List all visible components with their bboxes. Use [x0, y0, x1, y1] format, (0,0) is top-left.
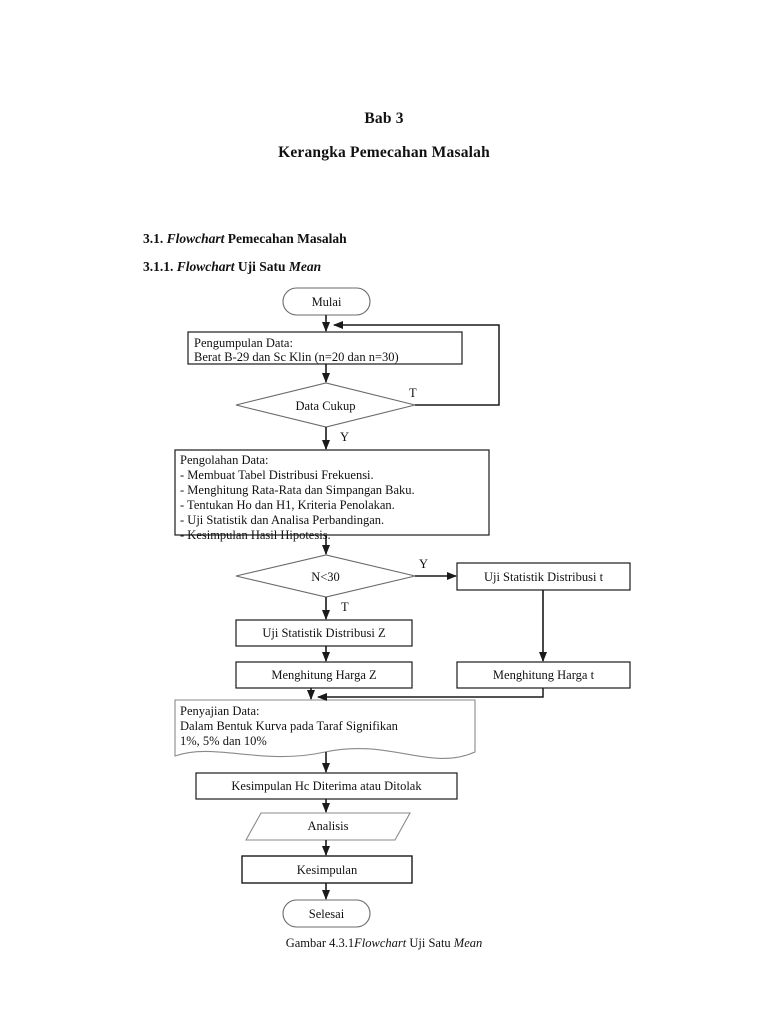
branch-label-n30-yes: Y — [419, 557, 429, 571]
shape-collect — [187, 331, 463, 365]
shape-decision-data — [235, 382, 416, 428]
connector-feedback-loop — [333, 321, 500, 406]
caption-italic-flowchart: Flowchart — [354, 936, 407, 950]
shape-decision-n — [235, 554, 416, 598]
caption-prefix: Gambar 4.3.1 — [285, 936, 355, 950]
shape-calc-t — [456, 661, 631, 689]
shape-conclusion — [241, 855, 413, 884]
section-italic-flowchart: Flowchart — [166, 231, 225, 246]
section-italic-mean: Mean — [288, 259, 322, 274]
shape-end — [282, 899, 371, 928]
page-title-kerangka: Kerangka Pemecahan Masalah — [278, 144, 490, 161]
section-heading-3-1: 3.1. Flowchart Pemecahan Masalah — [143, 231, 347, 247]
section-italic-flowchart-2: Flowchart — [176, 259, 235, 274]
section-number-3-1-1: 3.1.1. — [143, 259, 174, 274]
section-rest-3-1-1: Uji Satu — [237, 259, 286, 274]
caption-italic-mean: Mean — [453, 936, 483, 950]
shape-calc-z — [235, 661, 413, 689]
branch-label-data-cukup-yes: Y — [340, 430, 350, 444]
shape-presentation — [174, 699, 476, 760]
shape-test-z — [235, 619, 413, 647]
figure-caption: Gambar 4.3.1Flowchart Uji Satu Mean — [0, 936, 768, 951]
caption-middle: Uji Satu — [406, 936, 454, 950]
connector-calc-t-merge — [317, 688, 544, 701]
shape-start — [282, 287, 371, 316]
section-heading-3-1-1: 3.1.1. Flowchart Uji Satu Mean — [143, 259, 321, 275]
page-title-bab: Bab 3 — [364, 110, 404, 127]
section-rest-3-1: Pemecahan Masalah — [227, 231, 347, 246]
branch-label-data-cukup-no: T — [409, 386, 417, 400]
shape-processing — [174, 449, 490, 536]
branch-label-n30-no: T — [341, 600, 349, 614]
shape-test-t — [456, 562, 631, 591]
shape-conclusion-hc — [195, 772, 458, 800]
shape-analysis — [245, 812, 411, 841]
section-number-3-1: 3.1. — [143, 231, 164, 246]
